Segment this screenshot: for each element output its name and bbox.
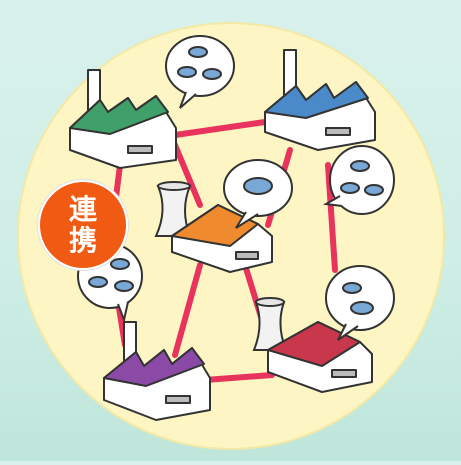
factory-icon xyxy=(103,321,211,421)
speech-bubble-icon xyxy=(325,265,395,341)
speech-bubble-icon xyxy=(223,159,293,229)
cooperation-badge: 連 携 xyxy=(38,180,128,270)
factory-icon xyxy=(69,69,177,169)
badge-line1: 連 xyxy=(68,192,97,226)
badge-line2: 携 xyxy=(68,224,97,257)
factory-icon xyxy=(267,321,373,393)
factory-icon xyxy=(264,49,376,151)
speech-bubble-icon xyxy=(322,145,395,215)
speech-bubble-icon xyxy=(165,35,235,109)
cooling-tower-icon xyxy=(252,297,288,351)
